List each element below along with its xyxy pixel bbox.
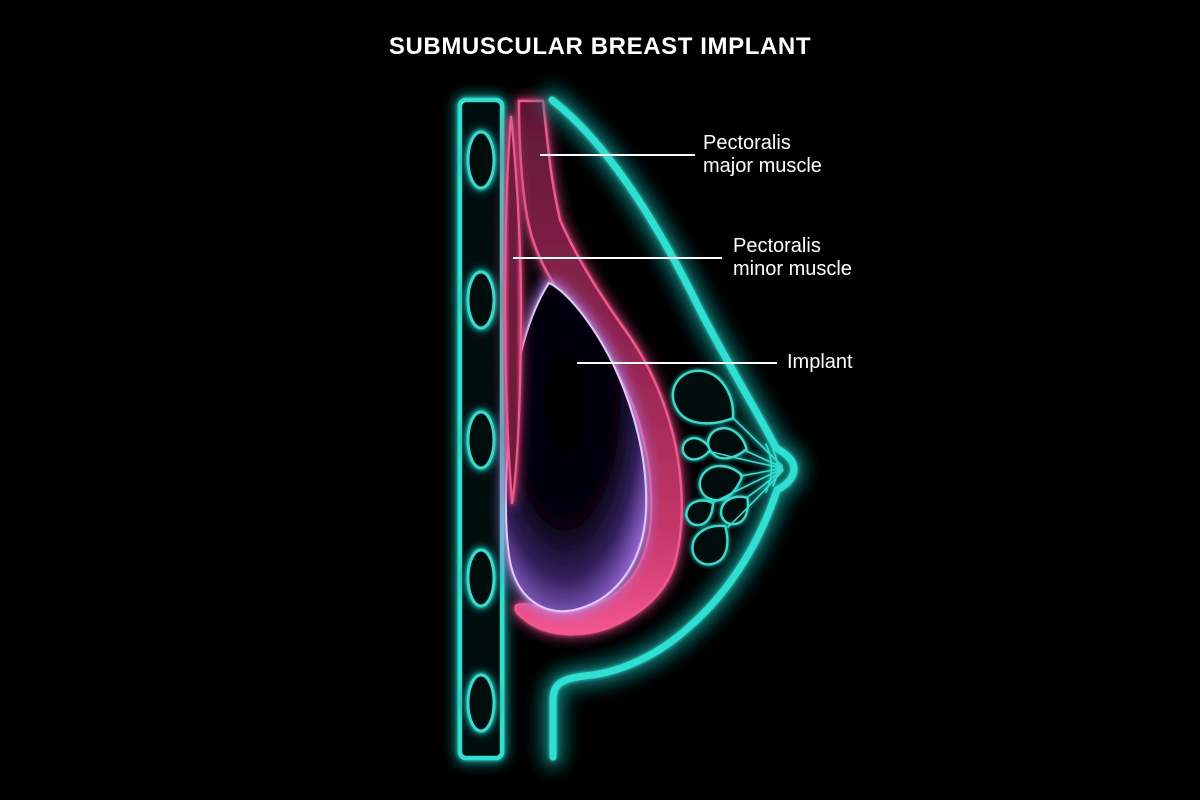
milk-duct	[707, 450, 783, 469]
milk-duct	[743, 449, 783, 468]
label-line2: minor muscle	[733, 258, 852, 280]
milk-duct	[739, 467, 783, 477]
areola-line	[772, 449, 779, 487]
areola-line	[765, 443, 773, 493]
page-title: SUBMUSCULAR BREAST IMPLANT	[388, 33, 812, 60]
label-line1: Pectoralis	[703, 132, 791, 154]
milk-duct	[727, 469, 784, 528]
rib-cross-section	[466, 270, 496, 330]
label-line1: Pectoralis	[733, 235, 821, 257]
rib-cross-section	[466, 130, 496, 190]
label-implant: Implant	[787, 351, 853, 374]
rib-cross-section	[466, 410, 496, 470]
label-line2: major muscle	[703, 155, 822, 177]
milk-ducts	[707, 417, 784, 528]
label-pectoralis-major: Pectoralis major muscle	[703, 132, 822, 178]
rib-cross-section	[466, 548, 496, 608]
mammary-glands	[660, 357, 784, 573]
label-pointer-lines	[513, 154, 777, 364]
label-line1: Implant	[787, 351, 853, 373]
pectoralis-minor-muscle	[505, 116, 521, 504]
rib-cross-section	[466, 673, 496, 733]
nipple-lines	[765, 443, 779, 493]
label-pectoralis-minor: Pectoralis minor muscle	[733, 235, 852, 281]
milk-duct	[732, 417, 783, 467]
milk-duct	[745, 468, 783, 499]
